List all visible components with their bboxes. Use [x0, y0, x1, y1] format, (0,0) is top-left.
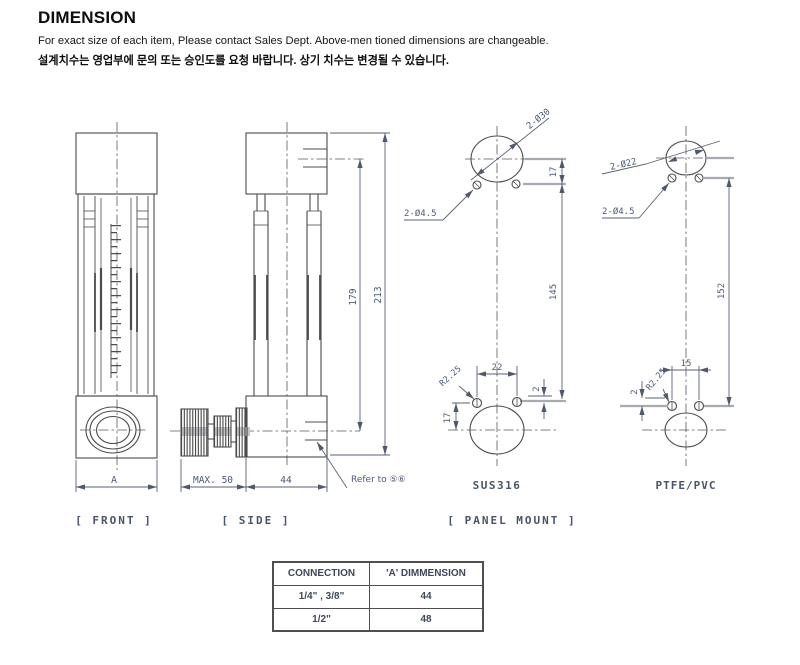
- panel-mount-ptfe-view: 2-Ø22 2-Ø4.5 152 15: [601, 126, 734, 492]
- table-header-connection: CONNECTION: [272, 561, 370, 586]
- table-cell-a-dimension: 44: [369, 584, 484, 609]
- page-title: DIMENSION: [38, 8, 137, 27]
- sus-dim-145: 145: [549, 284, 559, 300]
- ptfe-dim-r225: R2.25: [644, 367, 668, 393]
- sus-dim-17-bottom: 17: [443, 413, 453, 424]
- side-view-label: [ SIDE ]: [222, 514, 291, 527]
- table-cell-connection: 1/4" , 3/8": [272, 584, 370, 609]
- valve-knob: [180, 407, 250, 458]
- sus316-label: SUS316: [473, 479, 522, 492]
- refer-note: Refer to ⑤⑥: [351, 475, 406, 485]
- front-dim-a: A: [111, 475, 117, 486]
- ptfe-dim-2d22: 2-Ø22: [609, 156, 638, 173]
- connection-dimension-table: CONNECTION 'A' DIMMENSION 1/4" , 3/8" 44…: [272, 561, 484, 632]
- ptfe-dim-2: 2: [630, 389, 640, 394]
- table-cell-a-dimension: 48: [369, 607, 484, 632]
- side-view: MAX. 50 44 179 213 Refer to ⑤⑥ [ SIDE ]: [170, 122, 406, 527]
- sus-dim-17-top: 17: [549, 167, 559, 178]
- sus-dim-2: 2: [532, 386, 542, 391]
- ptfe-dim-152: 152: [717, 283, 727, 299]
- ptfe-dim-15: 15: [681, 359, 692, 369]
- ptfe-dim-2d45: 2-Ø4.5: [602, 206, 635, 217]
- subtitle-english: For exact size of each item, Please cont…: [38, 35, 549, 47]
- front-view-label: [ FRONT ]: [75, 514, 153, 527]
- panel-mount-label: [ PANEL MOUNT ]: [447, 514, 576, 527]
- sus-dim-r225: R2.25: [438, 364, 464, 389]
- panel-mount-sus316-view: 2-Ø30 2-Ø4.5 17 145 22: [404, 106, 566, 492]
- sus-dim-2d45: 2-Ø4.5: [404, 208, 437, 219]
- ptfe-pvc-label: PTFE/PVC: [656, 479, 717, 492]
- side-dim-max50: MAX. 50: [193, 475, 233, 486]
- table-row: 1/2" 48: [272, 607, 484, 632]
- subtitle-korean: 설계치수는 영업부에 문의 또는 승인도를 요청 바랍니다. 상기 치수는 변경…: [38, 55, 449, 67]
- side-dim-44: 44: [280, 475, 292, 486]
- sus-dim-22: 22: [492, 363, 503, 373]
- table-header-a-dimension: 'A' DIMMENSION: [369, 561, 484, 586]
- side-dim-213: 213: [373, 286, 384, 303]
- front-view: A [ FRONT ]: [75, 122, 158, 527]
- table-row: 1/4" , 3/8" 44: [272, 584, 484, 609]
- table-header-row: CONNECTION 'A' DIMMENSION: [272, 561, 484, 586]
- side-dim-179: 179: [348, 288, 359, 305]
- table-cell-connection: 1/2": [272, 607, 370, 632]
- page-header: DIMENSION For exact size of each item, P…: [38, 8, 783, 68]
